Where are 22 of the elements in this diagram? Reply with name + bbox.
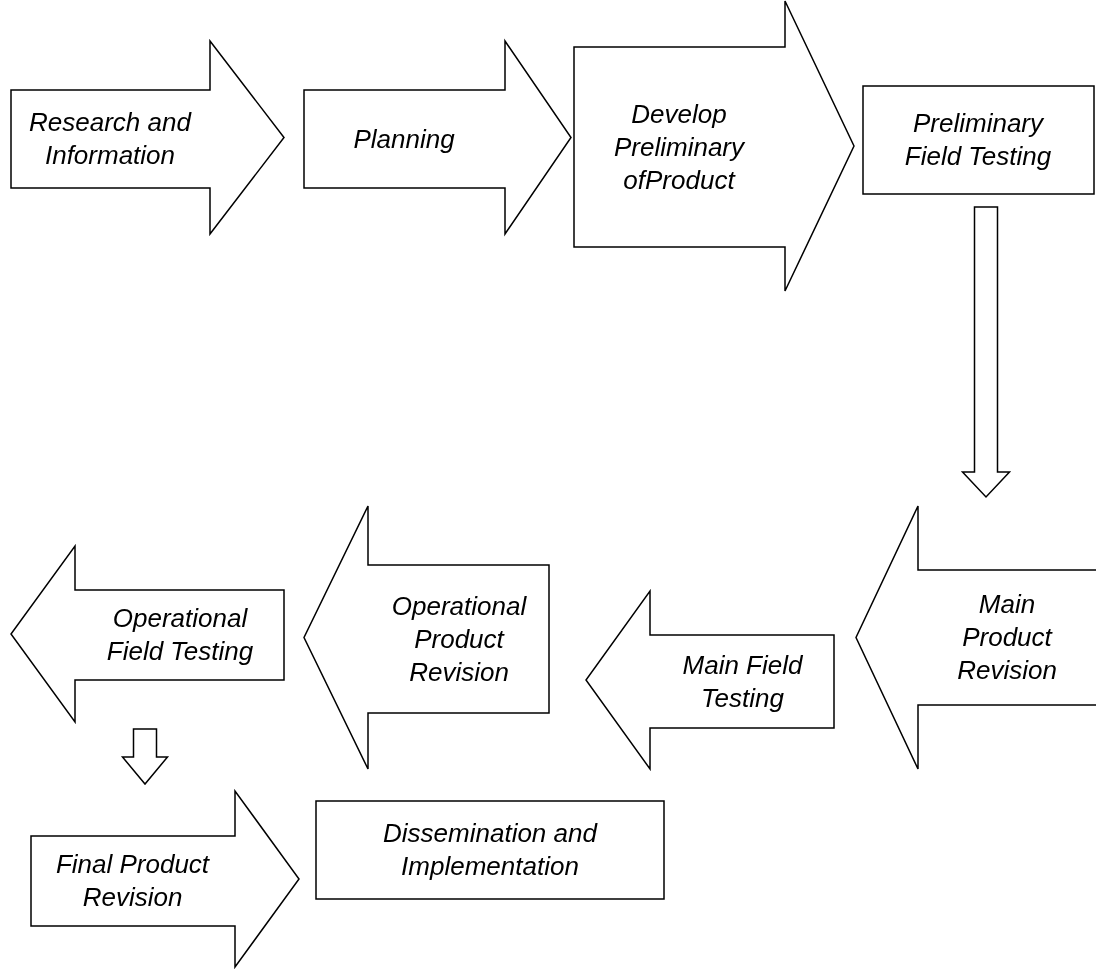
node-label: Develop Preliminary ofProduct [613, 97, 746, 197]
block-arrow-connector [120, 728, 170, 786]
process-step-shape [585, 588, 835, 772]
process-step-shape [10, 38, 285, 237]
process-step-shape [855, 505, 1096, 770]
node-label: Research and Information [28, 106, 193, 172]
node-label: Dissemination and Implementation [382, 817, 599, 883]
process-box [315, 800, 665, 900]
node-label: Final Product Revision [54, 848, 211, 914]
process-step-shape [30, 788, 300, 969]
process-step-shape [303, 505, 550, 770]
process-box [862, 85, 1095, 195]
node-label: Main Product Revision [956, 588, 1058, 687]
process-step-shape [10, 543, 285, 725]
node-label: Main Field Testing [681, 648, 804, 715]
node-label: Planning [352, 122, 456, 156]
node-label: Preliminary Field Testing [903, 107, 1053, 173]
block-arrow-connector [960, 206, 1012, 499]
process-step-shape [573, 0, 855, 292]
node-label: Operational Product Revision [390, 589, 528, 689]
node-label: Operational Field Testing [105, 602, 255, 668]
process-step-shape [303, 38, 572, 237]
